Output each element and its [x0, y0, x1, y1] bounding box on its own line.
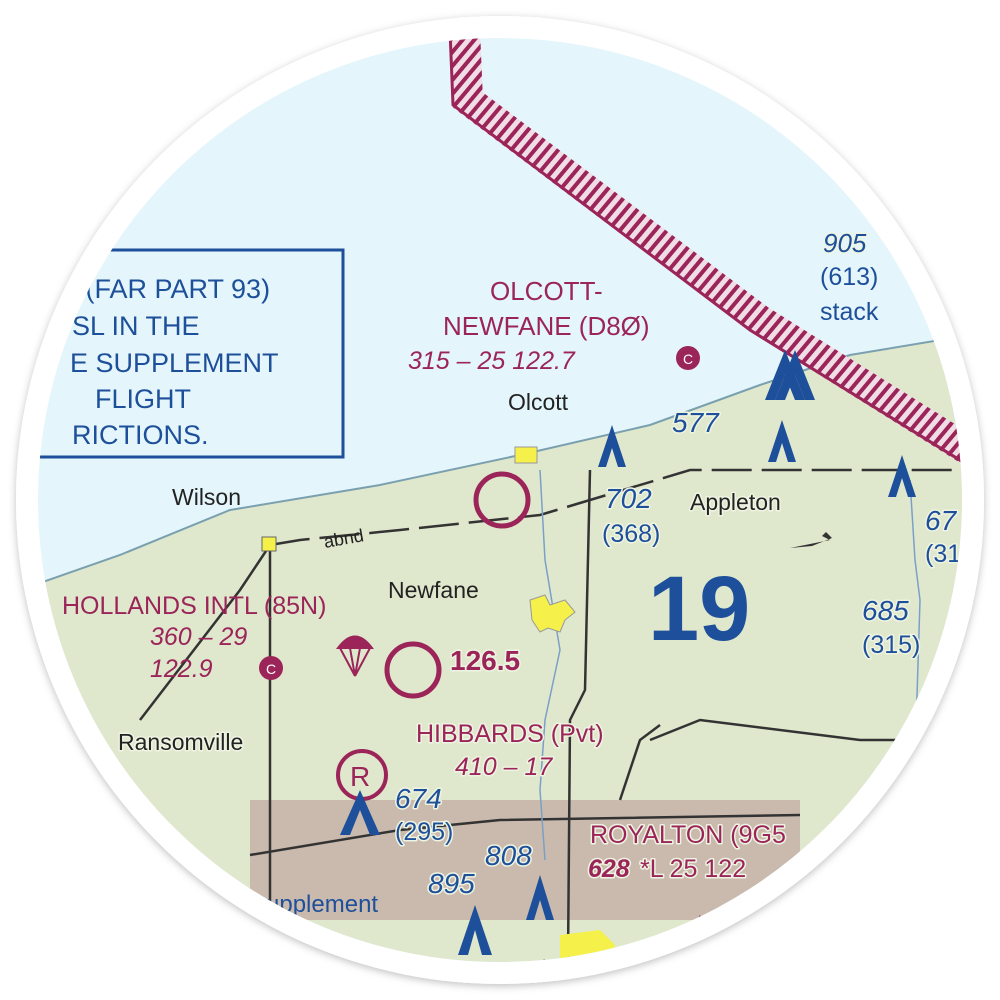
- stack-agl: (613): [820, 263, 878, 291]
- obstacle-577-icon: [598, 425, 626, 467]
- stack-label: stack: [820, 298, 879, 326]
- obstacle-674-agl: (295): [395, 818, 453, 846]
- hollands-airport-symbol[interactable]: [384, 641, 442, 699]
- obstacle-702-agl: (368): [602, 520, 660, 548]
- olcott-newfane-name-1: OLCOTT-: [490, 276, 603, 306]
- sector-number: 19: [648, 558, 750, 660]
- olcott-newfane-name-2: NEWFANE (D8Ø): [443, 311, 650, 341]
- streams: [539, 469, 921, 861]
- ctaf-c-icon-olcott: C: [676, 346, 700, 370]
- hibbards-name: HIBBARDS (Pvt): [416, 720, 604, 748]
- royalton-info: *L 25 122: [640, 855, 746, 883]
- town-newfane: Newfane: [388, 577, 479, 603]
- obstacle-895-icon: [458, 905, 492, 955]
- restricted-airspace-boundary: [450, 38, 962, 483]
- notice-line-2: SL IN THE: [72, 311, 200, 341]
- frequency-label: 126.5: [450, 645, 520, 676]
- airspace-boundary-line: [448, 38, 962, 487]
- royalton-name: ROYALTON (9G5: [590, 821, 786, 849]
- obstacle-tower-icon: [768, 420, 796, 462]
- ctaf-c-icon-hollands: C: [259, 656, 283, 680]
- obstacle-685: 685: [862, 595, 909, 626]
- obstacle-577: 577: [672, 407, 720, 438]
- obstacle-67-agl: (31: [925, 540, 961, 568]
- obstacle-685-agl: (315): [862, 631, 920, 659]
- hollands-name: HOLLANDS INTL (85N): [62, 592, 326, 620]
- town-olcott: Olcott: [508, 389, 569, 415]
- notice-line-1: S (FAR PART 93): [60, 274, 270, 304]
- notice-box: S (FAR PART 93) SL IN THE E SUPPLEMENT F…: [38, 248, 345, 459]
- hollands-info-1: 360 – 29: [150, 623, 247, 651]
- obstacle-808-icon: [526, 875, 554, 920]
- obstacle-674-icon: [340, 790, 380, 835]
- town-ransomville: Ransomville: [118, 729, 243, 755]
- airplane-icon: [790, 532, 832, 548]
- obstacle-702: 702: [605, 483, 652, 514]
- wilson-town-marker: [261, 536, 277, 552]
- svg-text:C: C: [266, 661, 276, 677]
- obstacle-67-icon: [888, 455, 916, 497]
- notice-line-3: E SUPPLEMENT: [70, 348, 279, 378]
- olcott-newfane-info: 315 – 25 122.7: [408, 347, 576, 375]
- svg-text:C: C: [683, 351, 693, 367]
- newfane-town-area: [529, 594, 576, 633]
- radio-r-label: R: [350, 761, 370, 792]
- hibbards-info: 410 – 17: [455, 753, 553, 781]
- notice-line-4: FLIGHT: [95, 384, 191, 414]
- obstacle-674: 674: [395, 783, 442, 814]
- stack-msl: 905: [823, 228, 867, 258]
- obstacle-67: 67: [925, 505, 958, 536]
- town-appleton: Appleton: [690, 489, 781, 515]
- notice-line-5: RICTIONS.: [72, 420, 209, 450]
- obstacle-icons: [340, 350, 916, 955]
- olcott-newfane-airport-symbol[interactable]: [473, 471, 531, 529]
- parachute-icon: [336, 635, 374, 677]
- royalton-elevation: 628: [588, 855, 630, 883]
- hollands-info-2: 122.9: [150, 655, 213, 683]
- olcott-town-area: [514, 446, 538, 464]
- obstacle-808: 808: [485, 840, 532, 871]
- town-wilson: Wilson: [172, 484, 241, 510]
- obstacle-895: 895: [428, 868, 475, 899]
